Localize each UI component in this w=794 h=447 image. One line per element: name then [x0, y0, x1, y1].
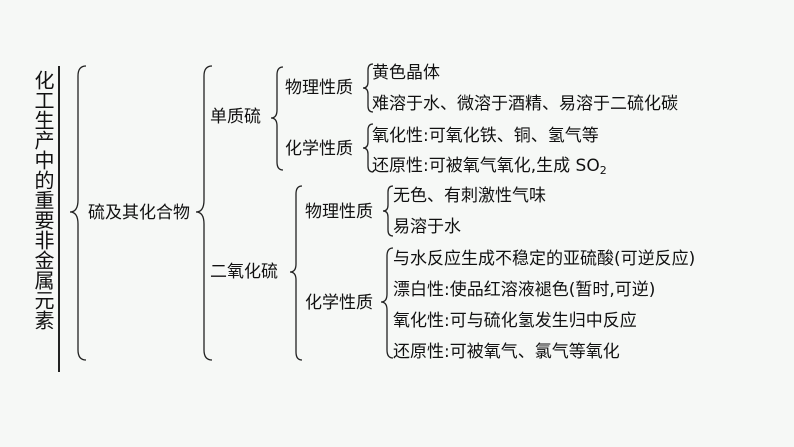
group-s-physical: 物理性质	[285, 78, 353, 98]
title-divider	[58, 66, 60, 372]
brace-so2-chemical	[380, 247, 394, 359]
item-s-chemical-2-text: 还原性:可被氧气氧化,生成 SO	[372, 156, 600, 176]
vertical-title: 化工生产中的重要非金属元素	[31, 70, 55, 330]
item-s-physical-1: 黄色晶体	[372, 63, 440, 83]
item-so2-chemical-2: 漂白性:使品红溶液褪色(暂时,可逆)	[393, 280, 656, 300]
brace-branches	[195, 65, 213, 361]
so2-subscript: 2	[599, 164, 607, 177]
brace-elemental-sulfur	[270, 66, 284, 171]
item-s-chemical-1: 氧化性:可氧化铁、铜、氢气等	[372, 126, 599, 146]
item-so2-physical-1: 无色、有刺激性气味	[393, 186, 546, 206]
item-s-chemical-2: 还原性:可被氧气氧化,生成 SO2	[372, 156, 607, 181]
item-so2-chemical-4: 还原性:可被氧气、氯气等氧化	[393, 342, 620, 362]
brace-s-physical	[362, 63, 374, 113]
root-node: 硫及其化合物	[88, 203, 190, 223]
group-so2-physical: 物理性质	[305, 202, 373, 222]
group-s-chemical: 化学性质	[285, 139, 353, 159]
item-s-physical-2: 难溶于水、微溶于酒精、易溶于二硫化碳	[372, 94, 678, 114]
item-so2-chemical-1: 与水反应生成不稳定的亚硫酸(可逆反应)	[393, 249, 696, 269]
brace-so2	[289, 185, 303, 361]
brace-s-chemical	[362, 123, 374, 173]
brace-so2-physical	[382, 185, 394, 237]
branch-sulfur-dioxide: 二氧化硫	[210, 262, 278, 282]
group-so2-chemical: 化学性质	[305, 293, 373, 313]
brace-root	[69, 65, 87, 361]
branch-elemental-sulfur: 单质硫	[210, 107, 261, 127]
item-so2-chemical-3: 氧化性:可与硫化氢发生归中反应	[393, 311, 637, 331]
item-so2-physical-2: 易溶于水	[393, 217, 461, 237]
